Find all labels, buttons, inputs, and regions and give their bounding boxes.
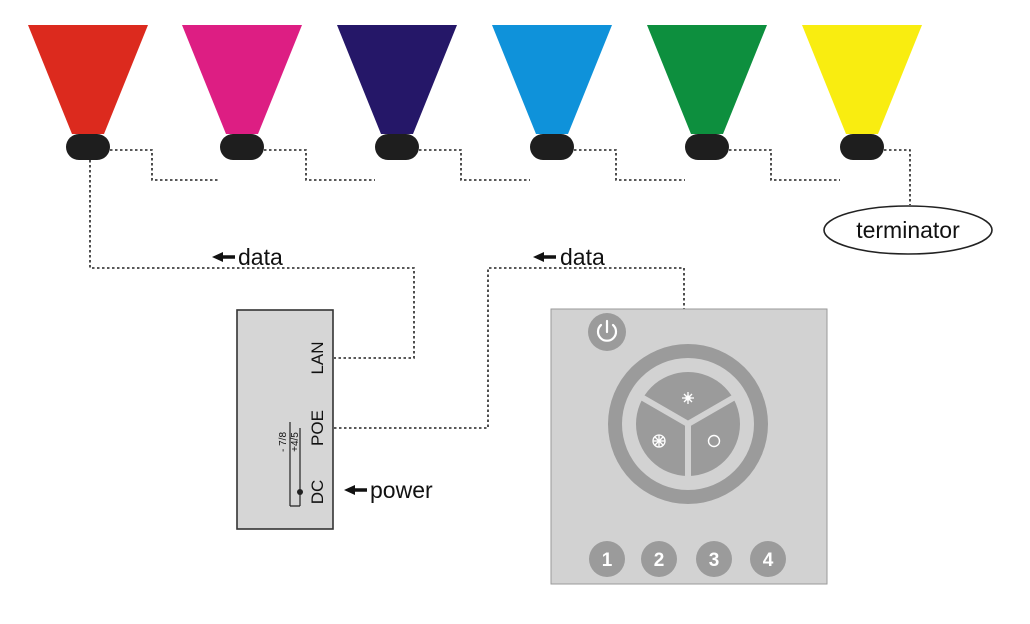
wire-lamp1-lamp2 xyxy=(110,149,220,181)
color-wheel-icon xyxy=(652,434,666,448)
lamp-3 xyxy=(337,25,457,160)
data-label-right-group: data xyxy=(533,244,605,270)
lamp-base xyxy=(840,134,884,160)
touch-panel: 1 2 3 4 xyxy=(550,308,828,585)
controller-box: LAN POE DC - 7/8 +4/5 xyxy=(236,309,334,530)
controller-outline xyxy=(236,309,334,530)
circle-icon xyxy=(707,434,721,448)
wire-lamp6-terminator xyxy=(884,149,911,205)
power-button[interactable] xyxy=(588,313,626,351)
terminator-outline xyxy=(823,205,993,255)
wiring xyxy=(89,149,911,429)
wire-lamp3-lamp4 xyxy=(419,149,530,181)
zone-button-1[interactable]: 1 xyxy=(589,541,625,577)
lamp-4 xyxy=(492,25,612,160)
wire-lamp4-lamp5 xyxy=(574,149,685,181)
lamp-5 xyxy=(647,25,767,160)
lamp-6 xyxy=(802,25,922,160)
lamp-2 xyxy=(182,25,302,160)
lamp-beam-sky-blue xyxy=(492,25,612,134)
zone-label: 4 xyxy=(763,550,774,571)
terminator-label: terminator xyxy=(856,217,960,243)
wire-lamp5-lamp6 xyxy=(729,149,840,181)
port-label-dc: DC xyxy=(308,480,327,505)
zone-button-bg[interactable] xyxy=(589,541,625,577)
terminator: terminator xyxy=(823,205,993,255)
lamp-base xyxy=(66,134,110,160)
arrow-left-icon xyxy=(344,485,367,496)
wire-lan-to-lamps xyxy=(89,160,415,359)
zone-button-2[interactable]: 2 xyxy=(641,541,677,577)
lamp-base xyxy=(530,134,574,160)
lamp-beam-yellow xyxy=(802,25,922,134)
arrow-left-icon xyxy=(212,252,235,262)
zone-button-4[interactable]: 4 xyxy=(750,541,786,577)
controller-body xyxy=(237,310,333,529)
zone-button-bg[interactable] xyxy=(696,541,732,577)
control-dividers xyxy=(640,395,736,479)
port-label-poe: POE xyxy=(308,410,327,446)
brightness-button[interactable] xyxy=(682,392,694,404)
lamp-base xyxy=(375,134,419,160)
wire-lamp2-lamp3 xyxy=(264,149,375,181)
zone-button-bg[interactable] xyxy=(641,541,677,577)
mode-button[interactable] xyxy=(707,434,721,448)
data-label-left: data xyxy=(238,244,283,270)
zone-label: 3 xyxy=(709,550,720,571)
zone-button-bg[interactable] xyxy=(750,541,786,577)
divider xyxy=(640,395,691,427)
lamp-beam-red xyxy=(28,25,148,134)
data-label-left-group: data xyxy=(212,244,283,270)
lamp-beam-magenta xyxy=(182,25,302,134)
lamp-1 xyxy=(28,25,148,160)
zone-label: 2 xyxy=(654,550,665,571)
lamp-beam-indigo xyxy=(337,25,457,134)
port-label-lan: LAN xyxy=(308,341,327,374)
sun-icon xyxy=(682,392,694,404)
arrow-left-icon xyxy=(533,252,556,262)
zone-label: 1 xyxy=(602,550,613,571)
data-label-right: data xyxy=(560,244,605,270)
lamp-base xyxy=(685,134,729,160)
divider xyxy=(685,395,736,427)
color-button[interactable] xyxy=(652,434,666,448)
zone-button-3[interactable]: 3 xyxy=(696,541,732,577)
dc-jack-icon xyxy=(297,489,303,495)
pin-label-positive: +4/5 xyxy=(290,432,301,452)
power-label: power xyxy=(370,477,433,503)
lamp-beam-green xyxy=(647,25,767,134)
power-label-group: power xyxy=(344,477,433,503)
power-icon xyxy=(596,319,618,342)
panel-outline xyxy=(550,308,828,585)
pin-label-negative: - 7/8 xyxy=(278,432,289,452)
lamp-base xyxy=(220,134,264,160)
